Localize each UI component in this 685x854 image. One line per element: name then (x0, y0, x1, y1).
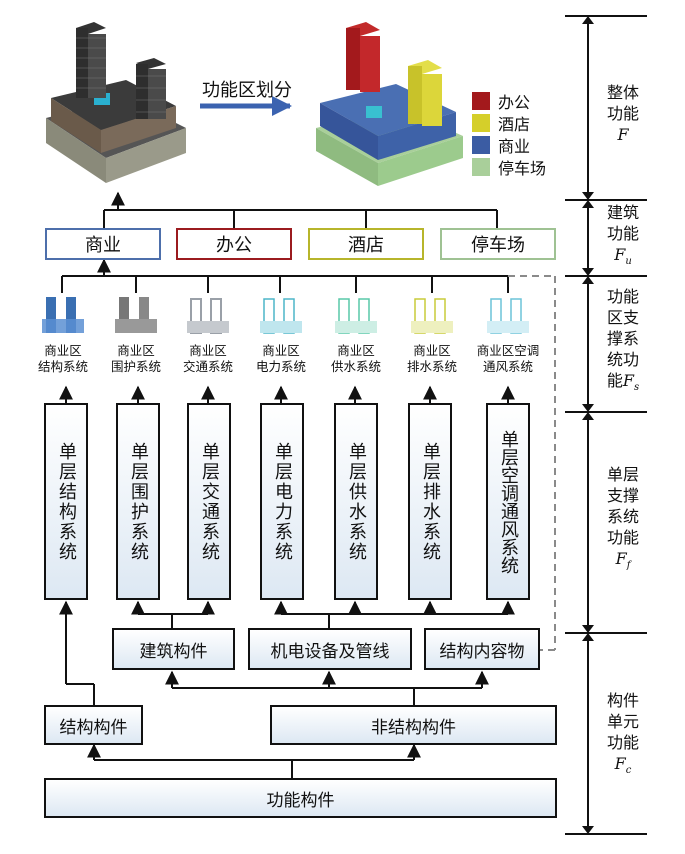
legend-label-parking: 停车场 (498, 159, 547, 178)
functional-zoning-model (316, 22, 463, 186)
support-system-commercial-traffic: 商业区交通系统 (173, 293, 243, 375)
floor-system-hvac: 单层空调通风系统 (486, 403, 530, 600)
floor-system-enclosure: 单层围护系统 (116, 403, 160, 600)
support-system-label: 商业区供水系统 (330, 343, 381, 374)
zone-label-parking: 停车场 (471, 235, 525, 256)
support-system-commercial-structure: 商业区结构系统 (28, 293, 98, 375)
hvac-system-icon (487, 298, 529, 334)
support-system-label: 商业区结构系统 (37, 343, 88, 374)
level-label-overall: 整体功能 F (606, 83, 639, 144)
support-system-commercial-water-supply: 商业区供水系统 (321, 293, 391, 375)
floor-system-drainage: 单层排水系统 (408, 403, 452, 600)
support-system-commercial-enclosure: 商业区围护系统 (101, 293, 171, 375)
drainage-system-icon (411, 298, 453, 334)
zone-box-hotel: 酒店 (308, 228, 424, 260)
group-mep-equipment: 机电设备及管线 (248, 628, 412, 670)
zoning-arrow-label: 功能区划分 (202, 80, 292, 101)
building-bim-model (46, 22, 186, 183)
support-system-label: 商业区围护系统 (110, 343, 161, 374)
support-system-label: 商业区电力系统 (255, 343, 306, 374)
level-label-zone-support: 功能区支 撑系统功 能Fs (606, 287, 640, 394)
support-system-commercial-power: 商业区电力系统 (246, 293, 316, 375)
zone-box-parking: 停车场 (440, 228, 556, 260)
group-building-components: 建筑构件 (112, 628, 235, 670)
type-structural-components: 结构构件 (44, 705, 143, 745)
floor-system-water-supply: 单层供水系统 (334, 403, 378, 600)
legend: 办公 酒店 商业 停车场 (472, 90, 546, 178)
level-label-component-unit: 构件单元 功能 Fc (606, 691, 639, 777)
support-system-commercial-hvac: 商业区空调通风系统 (466, 293, 550, 375)
legend-item-office: 办公 (472, 90, 546, 112)
legend-item-commercial: 商业 (472, 134, 546, 156)
zone-label-hotel: 酒店 (348, 235, 384, 256)
water-supply-system-icon (335, 298, 377, 334)
root-functional-components: 功能构件 (44, 778, 557, 818)
legend-swatch-hotel (472, 114, 490, 132)
zone-box-office: 办公 (176, 228, 292, 260)
floor-system-traffic: 单层交通系统 (187, 403, 231, 600)
support-system-commercial-drainage: 商业区排水系统 (397, 293, 467, 375)
legend-item-hotel: 酒店 (472, 112, 546, 134)
zone-label-office: 办公 (216, 235, 252, 256)
enclosure-system-icon (115, 297, 157, 333)
power-system-icon (260, 298, 302, 334)
legend-swatch-office (472, 92, 490, 110)
legend-swatch-parking (472, 158, 490, 176)
legend-label-commercial: 商业 (498, 137, 531, 156)
level-label-building: 建筑功能 Fu (606, 203, 639, 268)
zone-box-commercial: 商业 (45, 228, 161, 260)
traffic-system-icon (187, 298, 229, 334)
legend-label-hotel: 酒店 (498, 115, 531, 134)
legend-label-office: 办公 (498, 93, 531, 112)
floor-system-structure: 单层结构系统 (44, 403, 88, 600)
floor-system-power: 单层电力系统 (260, 403, 304, 600)
zone-label-commercial: 商业 (85, 235, 121, 256)
group-structural-contents: 结构内容物 (424, 628, 540, 670)
level-label-floor-support: 单层支撑 系统功能 Ff (606, 465, 639, 572)
support-system-label: 商业区交通系统 (182, 343, 233, 374)
legend-item-parking: 停车场 (472, 156, 546, 178)
legend-swatch-commercial (472, 136, 490, 154)
support-system-label: 商业区空调通风系统 (476, 343, 540, 374)
type-nonstructural-components: 非结构构件 (270, 705, 557, 745)
structure-system-icon (42, 297, 84, 333)
support-system-label: 商业区排水系统 (406, 343, 457, 374)
